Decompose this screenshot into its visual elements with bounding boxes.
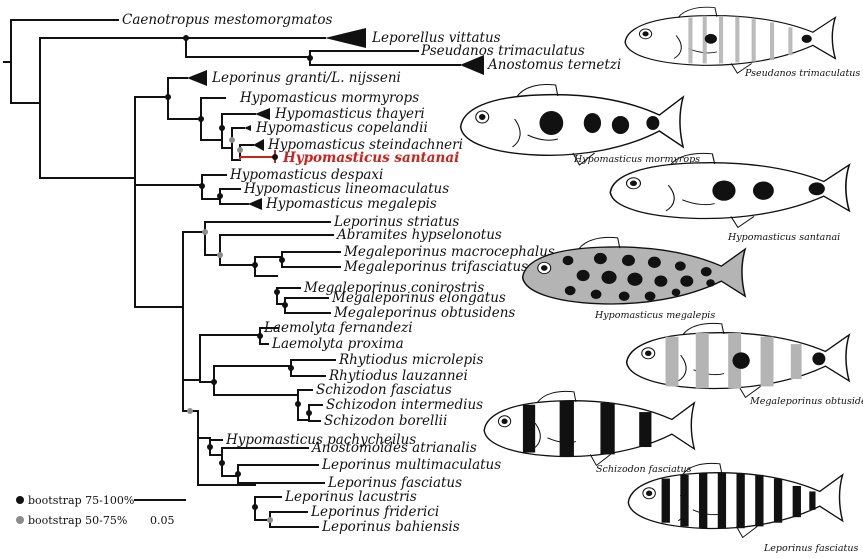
- collapsed-clade-steindachneri: [253, 139, 264, 151]
- taxon-label: Anostomoides atrianalis: [310, 440, 477, 456]
- bootstrap-nodes: [165, 35, 313, 523]
- node-high: [306, 410, 312, 416]
- taxon-label: Hypomasticus copelandii: [255, 120, 428, 136]
- node-high: [288, 365, 294, 371]
- fish-caption: Megaleporinus obtusidens: [749, 396, 863, 407]
- node-mid: [217, 252, 223, 258]
- fish-illustration-schizodon: [483, 390, 695, 467]
- node-mid: [267, 517, 273, 523]
- taxon-label: Leporinus bahiensis: [321, 519, 460, 535]
- node-high: [165, 94, 171, 100]
- collapsed-clade-megalepis: [248, 198, 262, 210]
- node-high: [211, 379, 217, 385]
- node-high: [295, 401, 301, 407]
- tree-branches: [3, 19, 461, 528]
- node-high: [272, 154, 278, 160]
- taxon-label: Leporinus lacustris: [284, 489, 417, 505]
- collapsed-clade-anostomus: [460, 55, 484, 75]
- collapsed-clade-thayeri: [255, 108, 270, 120]
- taxon-label: Hypomasticus lineomaculatus: [243, 181, 449, 197]
- legend-label: bootstrap 50-75%: [28, 514, 127, 527]
- legend-label: bootstrap 75-100%: [28, 494, 134, 507]
- node-mid: [229, 137, 235, 143]
- fish-caption: Leporinus fasciatus: [763, 543, 858, 554]
- taxon-label: Laemolyta proxima: [271, 336, 404, 352]
- collapsed-clade-leporinus-granti: [187, 70, 207, 86]
- node-high: [183, 35, 189, 41]
- fish-illustration-mormyrops: [459, 83, 684, 166]
- legend-dot-mid: [16, 516, 24, 524]
- node-high: [252, 262, 258, 268]
- fish-illustration-pseudanos: [624, 6, 836, 74]
- taxon-label: Leporinus granti/L. nijsseni: [211, 70, 401, 86]
- taxon-label: Leporinus multimaculatus: [321, 457, 501, 473]
- taxon-label: Hypomasticus mormyrops: [239, 90, 419, 106]
- taxon-labels: Caenotropus mestomorgmatos Leporellus vi…: [122, 12, 621, 535]
- taxon-label: Leporinus fasciatus: [327, 475, 462, 491]
- node-high: [279, 257, 285, 263]
- taxon-label: Rhytiodus lauzannei: [328, 368, 468, 384]
- taxon-label: Caenotropus mestomorgmatos: [122, 12, 332, 28]
- node-high: [257, 333, 263, 339]
- taxon-label: Megaleporinus conirostris: [303, 280, 484, 296]
- taxon-label: Schizodon fasciatus: [316, 382, 452, 398]
- fish-caption: Hypomasticus santanai: [727, 232, 840, 243]
- node-high: [199, 183, 205, 189]
- taxon-label: Pseudanos trimaculatus: [420, 43, 585, 59]
- taxon-label: Leporinus friderici: [310, 504, 439, 520]
- scale-bar-label: 0.05: [150, 514, 175, 527]
- taxon-label: Schizodon intermedius: [326, 397, 483, 413]
- fish-caption: Schizodon fasciatus: [596, 464, 692, 475]
- legend-dot-high: [16, 496, 24, 504]
- node-high: [282, 302, 288, 308]
- taxon-label: Hypomasticus steindachneri: [267, 137, 463, 153]
- collapsed-clade-copelandii: [244, 125, 251, 131]
- taxon-label: Hypomasticus thayeri: [274, 106, 425, 122]
- collapsed-clade-leporellus: [325, 28, 366, 48]
- taxon-label: Laemolyta fernandezi: [263, 320, 413, 336]
- node-mid: [237, 147, 243, 153]
- fish-illustration-leporinus-fasciatus: [627, 462, 844, 539]
- node-high: [274, 289, 280, 295]
- taxon-label: Hypomasticus megalepis: [265, 196, 437, 212]
- fish-illustration-santanai: [609, 152, 851, 229]
- taxon-label: Megaleporinus obtusidens: [333, 305, 515, 321]
- node-mid: [187, 408, 193, 414]
- taxon-label: Megaleporinus elongatus: [331, 290, 506, 306]
- taxon-label: Hypomasticus pachycheilus: [225, 432, 416, 448]
- node-high: [217, 193, 223, 199]
- node-high: [207, 444, 213, 450]
- node-high: [235, 471, 241, 477]
- node-high: [219, 125, 225, 131]
- taxon-label: Schizodon borellii: [324, 413, 447, 429]
- node-mid: [202, 229, 208, 235]
- taxon-label: Leporinus striatus: [333, 214, 459, 230]
- taxon-label: Abramites hypselonotus: [335, 227, 502, 243]
- taxon-label-highlighted: Hypomasticus santanai: [282, 150, 459, 166]
- node-high: [307, 55, 313, 61]
- node-high: [198, 116, 204, 122]
- fish-caption: Hypomasticus megalepis: [594, 310, 715, 321]
- node-high: [252, 504, 258, 510]
- taxon-label: Anostomus ternetzi: [486, 57, 621, 73]
- taxon-label: Hypomasticus despaxi: [229, 167, 383, 183]
- legend: bootstrap 75-100% bootstrap 50-75% 0.05: [16, 494, 186, 527]
- fish-illustration-obtusidens: [625, 322, 850, 399]
- collapsed-clades: [187, 28, 484, 210]
- taxon-label: Megaleporinus macrocephalus: [343, 244, 555, 260]
- taxon-label: Leporellus vittatus: [371, 30, 501, 46]
- fish-illustration-megalepis: [521, 236, 747, 305]
- fish-caption: Pseudanos trimaculatus: [744, 68, 860, 79]
- fish-caption: Hypomasticus mormyrops: [573, 154, 700, 165]
- node-high: [219, 460, 225, 466]
- taxon-label: Rhytiodus microlepis: [338, 352, 483, 368]
- taxon-label: Megaleporinus trifasciatus: [343, 259, 528, 275]
